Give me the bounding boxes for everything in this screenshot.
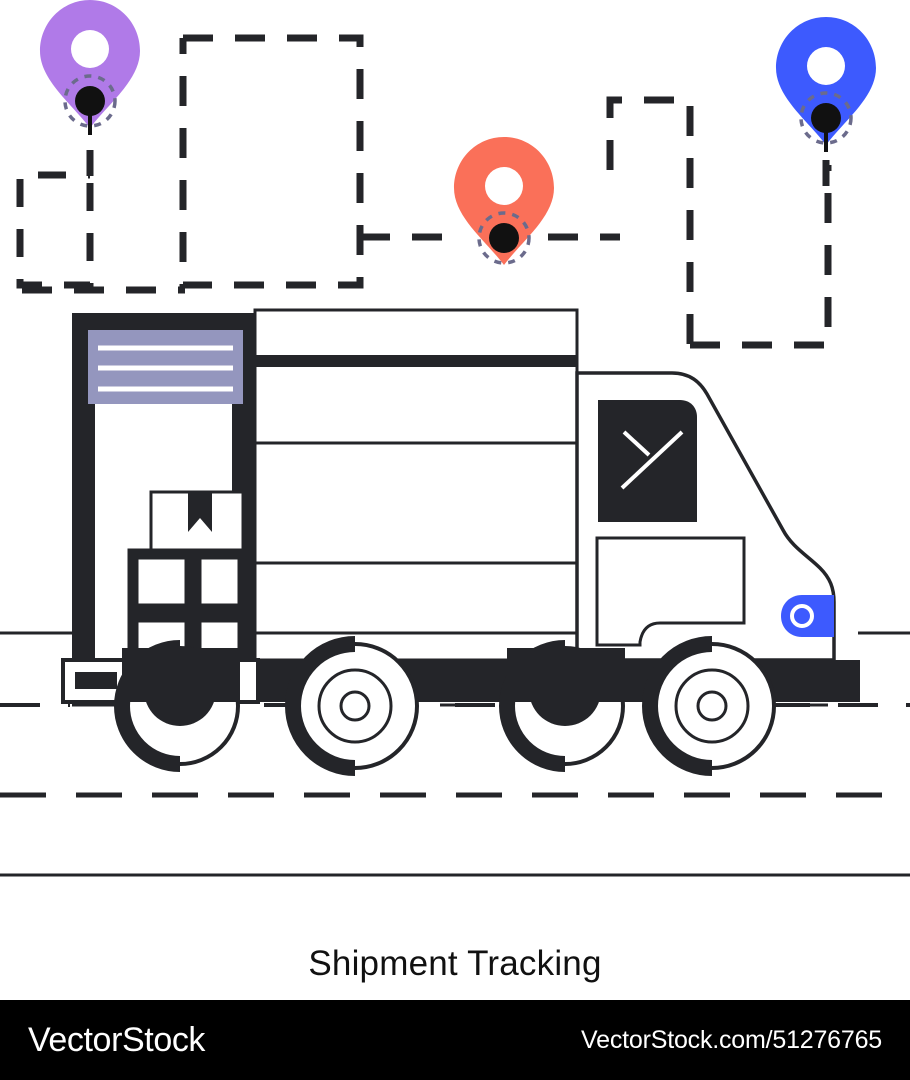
headlight-blue-pill — [781, 595, 834, 637]
truck-body-dark-band — [255, 355, 577, 367]
wheel-rear-outer-hub — [339, 690, 371, 722]
wheel-front-outer-arc-dark — [642, 636, 713, 776]
route-dashed-network — [16, 34, 832, 349]
wheel-rear-inner-chassis-mask — [122, 648, 240, 702]
pin-red-midpoint[interactable] — [454, 137, 554, 265]
wheel-front-inner-chassis-mask — [507, 648, 625, 702]
wheel-rear-inner — [114, 640, 240, 772]
pin-purple-hole — [71, 30, 109, 68]
pin-blue-hole — [807, 47, 845, 85]
cargo-box-top-tape-flap — [188, 492, 212, 532]
wheel-rear-outer-arc-dark — [285, 636, 356, 776]
cargo-door-panel — [88, 330, 243, 404]
headlight-inner-ring — [790, 604, 814, 628]
pin-red-anchor-dot — [489, 223, 519, 253]
route-segment-right-upper-loop — [606, 96, 694, 345]
windshield-streak-1 — [622, 430, 651, 457]
pin-red-halo — [477, 211, 531, 265]
cargo-box-mid-left — [127, 548, 196, 615]
pin-purple-halo — [63, 74, 117, 128]
truck-windshield — [598, 400, 697, 522]
route-segment-left-elbow — [16, 171, 94, 289]
wheel-front-outer-hub — [696, 690, 728, 722]
headlight — [781, 595, 834, 637]
page-title: Shipment Tracking — [308, 944, 602, 983]
vectorstock-footer: VectorStock VectorStock.com/51276765 — [0, 1000, 910, 1080]
pin-blue-halo — [799, 91, 853, 145]
windshield-streak-2 — [620, 430, 684, 490]
vectorstock-brand: VectorStock — [28, 1020, 206, 1059]
wheel-rear-outer — [285, 636, 419, 776]
route-segment-center-loop — [179, 34, 364, 289]
cargo-box-mid-right — [190, 548, 249, 615]
pin-purple-origin[interactable] — [40, 0, 140, 135]
pin-blue-destination[interactable] — [776, 17, 876, 152]
vectorstock-url: VectorStock.com/51276765 — [581, 1025, 882, 1054]
delivery-truck — [61, 308, 860, 776]
truck-cab-door-panel — [595, 536, 746, 647]
pin-blue-anchor-dot — [811, 103, 841, 133]
pin-red-hole — [485, 167, 523, 205]
tail-light-left — [75, 672, 117, 689]
wheel-front-inner — [499, 640, 625, 772]
pin-purple-anchor-dot — [75, 86, 105, 116]
cargo-boxes — [127, 490, 249, 666]
shipment-tracking-illustration — [0, 0, 910, 877]
wheel-front-outer — [642, 636, 776, 776]
route-segment-right-lower-loop — [690, 165, 832, 349]
